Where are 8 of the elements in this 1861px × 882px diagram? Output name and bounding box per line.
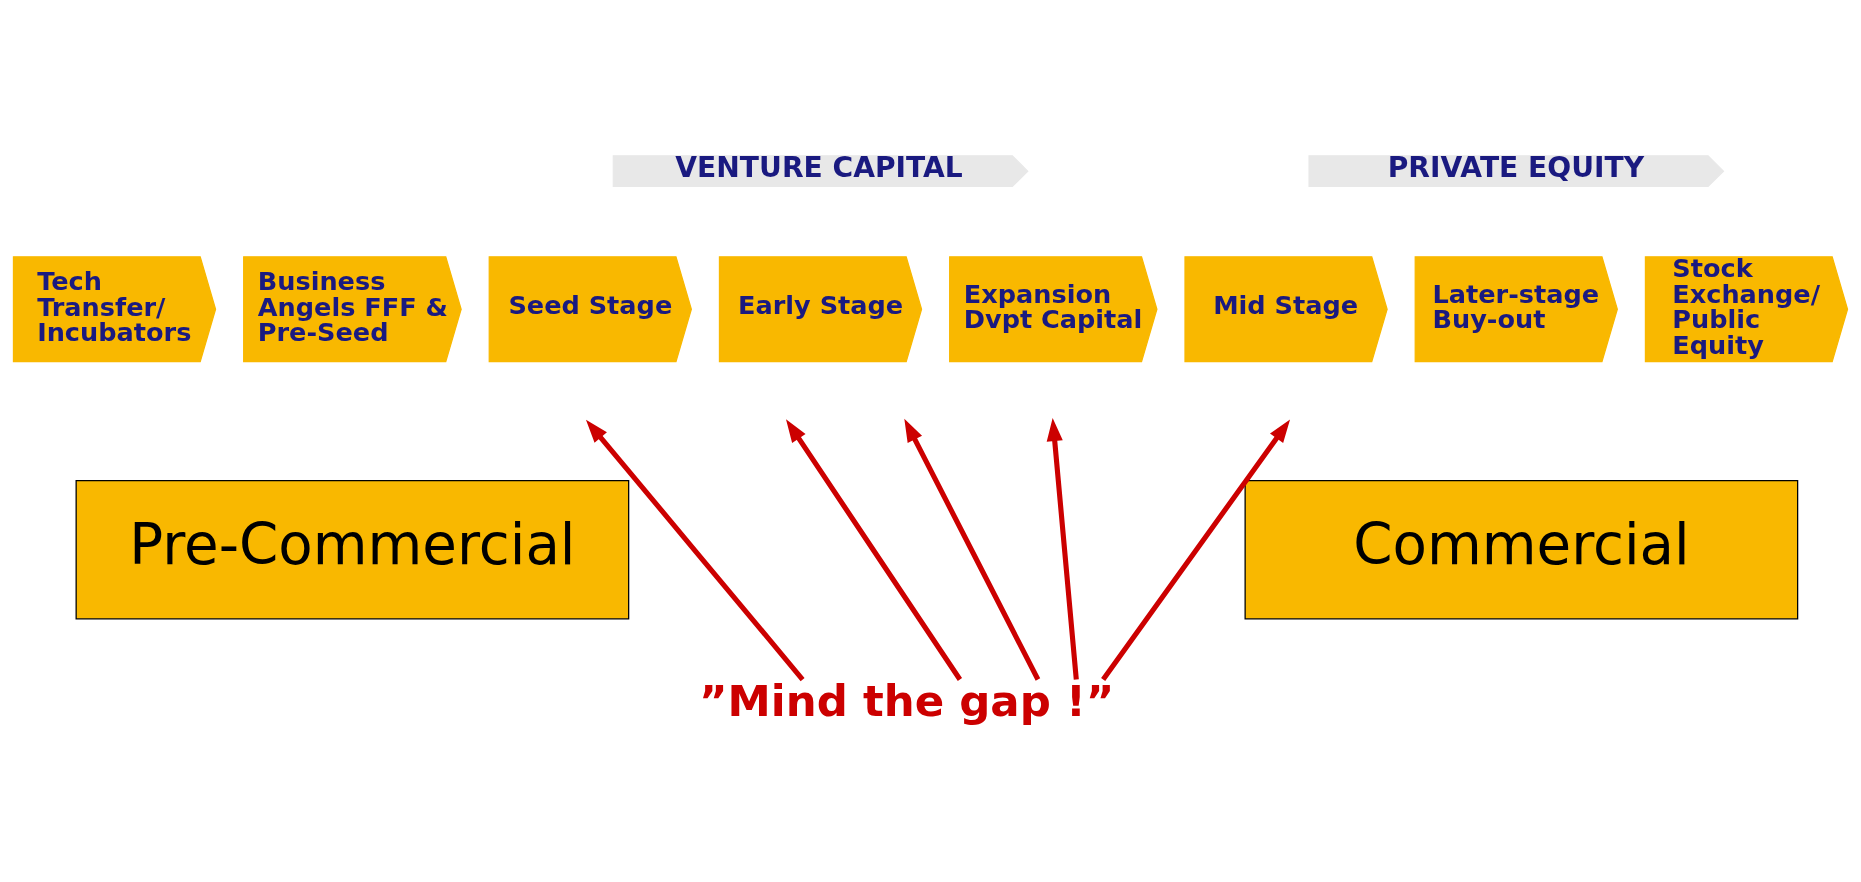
arrow [1101, 419, 1291, 682]
arrow [904, 418, 1041, 681]
node-box: Commercial [1244, 480, 1799, 620]
node-text: ”Mind the gap !” [699, 675, 1115, 726]
arrow [1046, 418, 1079, 680]
node-box: Pre-Commercial [75, 480, 630, 620]
arrow [786, 419, 963, 681]
arrow [585, 419, 805, 682]
